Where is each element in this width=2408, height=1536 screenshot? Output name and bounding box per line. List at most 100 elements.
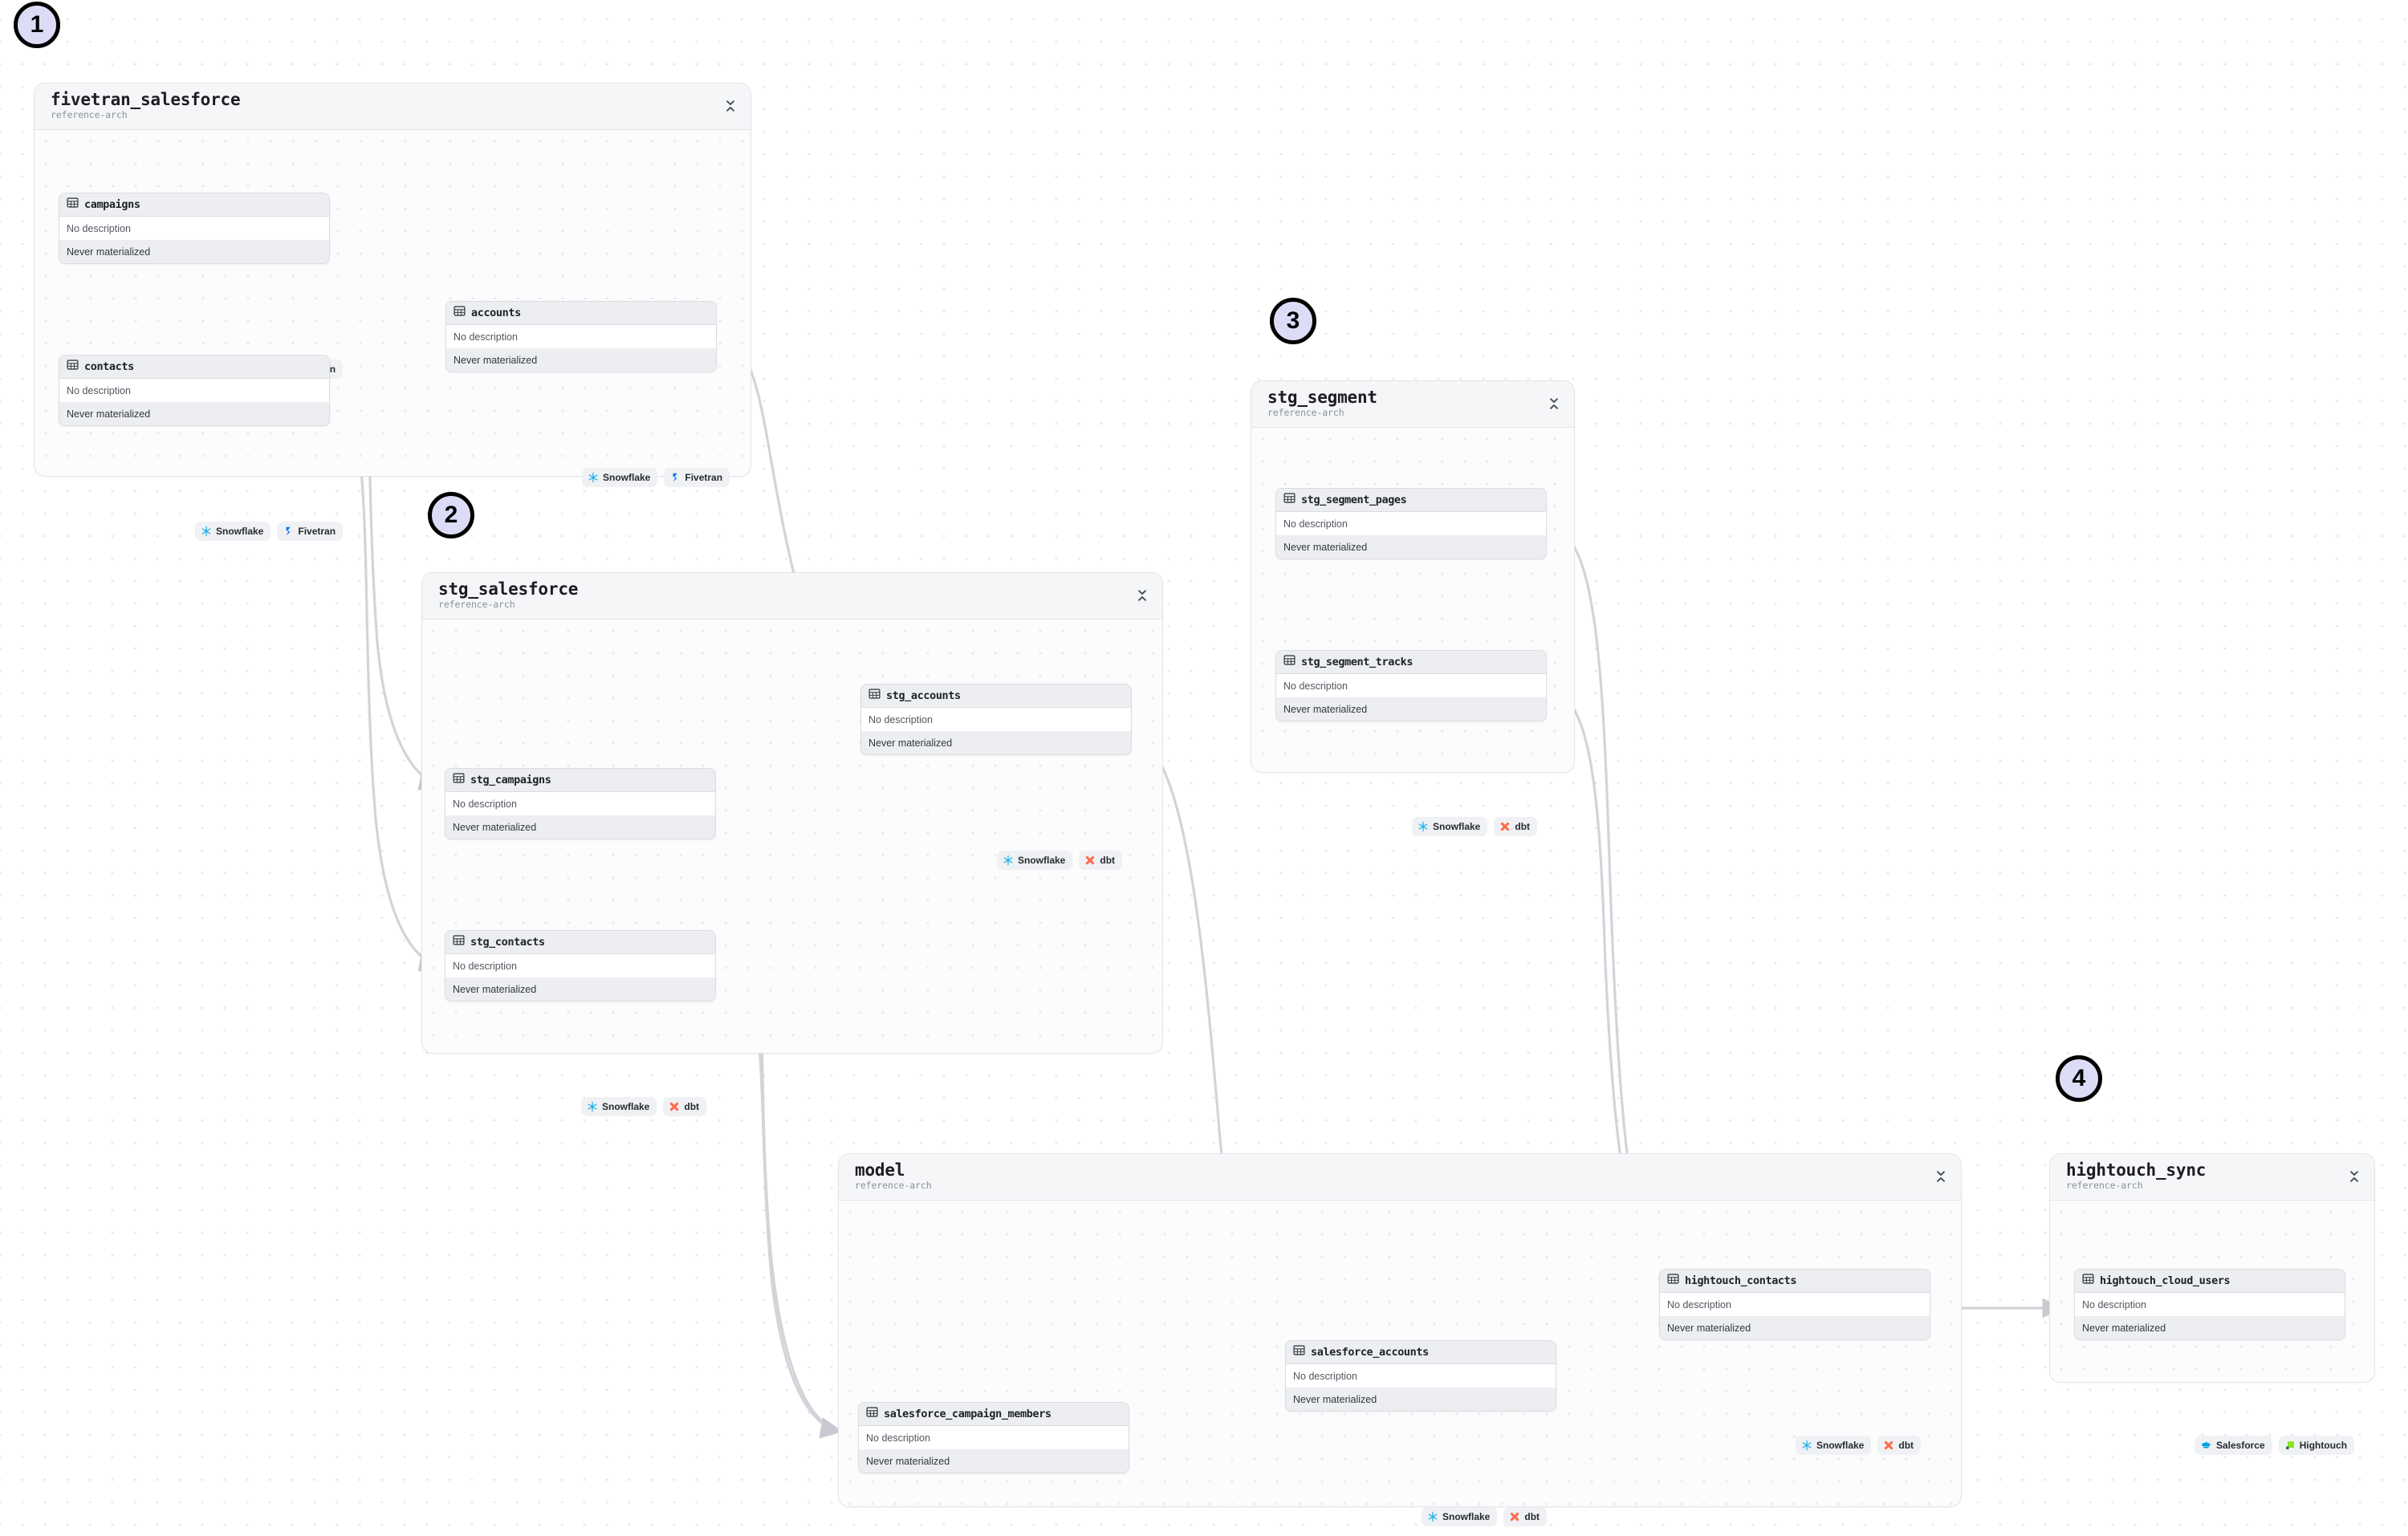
group-hightouch-sync[interactable]: hightouch_sync reference-arch hightouch_… bbox=[2049, 1153, 2375, 1455]
node-title: stg_contacts bbox=[470, 936, 545, 949]
badge-salesforce[interactable]: Salesforce bbox=[2194, 1436, 2272, 1455]
badge-label: dbt bbox=[1898, 1440, 1914, 1451]
badge-label: Fivetran bbox=[685, 472, 723, 483]
collapse-vertical-icon[interactable] bbox=[1135, 588, 1149, 603]
table-icon bbox=[67, 359, 79, 375]
node-header: stg_segment_pages bbox=[1276, 489, 1546, 512]
badge-label: dbt bbox=[1515, 821, 1531, 832]
node-header: campaigns bbox=[59, 193, 329, 217]
node-description: No description bbox=[1276, 512, 1546, 535]
table-icon bbox=[866, 1406, 878, 1422]
node-materialization: Never materialized bbox=[1660, 1316, 1930, 1339]
group-subtitle: reference-arch bbox=[855, 1180, 932, 1191]
group-title: stg_salesforce bbox=[438, 579, 579, 599]
node-stg-segment-tracks[interactable]: stg_segment_tracks No description Never … bbox=[1275, 650, 1547, 721]
node-header: stg_campaigns bbox=[445, 769, 715, 792]
table-icon bbox=[453, 934, 465, 950]
badge-snowflake[interactable]: Snowflake bbox=[1422, 1507, 1498, 1526]
collapse-vertical-icon[interactable] bbox=[1934, 1169, 1948, 1184]
node-stg-accounts[interactable]: stg_accounts No description Never materi… bbox=[860, 684, 1132, 755]
badge-row-hightouch-cloud-users: Salesforce Hightouch bbox=[2194, 1436, 2355, 1455]
node-materialization: Never materialized bbox=[59, 402, 329, 425]
node-salesforce-campaign-members[interactable]: salesforce_campaign_members No descripti… bbox=[858, 1402, 1129, 1473]
node-accounts[interactable]: accounts No description Never materializ… bbox=[445, 301, 717, 372]
collapse-vertical-icon[interactable] bbox=[723, 99, 738, 113]
badge-dbt[interactable]: dbt bbox=[1877, 1436, 1922, 1455]
badge-dbt[interactable]: dbt bbox=[1503, 1507, 1548, 1526]
group-fivetran-salesforce[interactable]: fivetran_salesforce reference-arch campa… bbox=[34, 83, 751, 541]
node-header: stg_segment_tracks bbox=[1276, 651, 1546, 674]
node-materialization: Never materialized bbox=[445, 977, 715, 1001]
group-header[interactable]: stg_segment reference-arch bbox=[1251, 381, 1574, 428]
group-subtitle: reference-arch bbox=[438, 599, 515, 610]
group-header[interactable]: hightouch_sync reference-arch bbox=[2050, 1154, 2374, 1201]
group-stg-segment[interactable]: stg_segment reference-arch stg_segment_p… bbox=[1251, 380, 1575, 836]
step-marker-2: 2 bbox=[428, 492, 474, 538]
node-description: No description bbox=[1660, 1293, 1930, 1316]
badge-fivetran[interactable]: Fivetran bbox=[664, 468, 730, 487]
node-salesforce-accounts[interactable]: salesforce_accounts No description Never… bbox=[1285, 1340, 1556, 1412]
badge-label: Snowflake bbox=[216, 526, 264, 537]
node-title: stg_campaigns bbox=[470, 774, 551, 786]
node-header: salesforce_campaign_members bbox=[859, 1403, 1129, 1426]
node-materialization: Never materialized bbox=[1286, 1388, 1556, 1411]
group-stg-salesforce[interactable]: stg_salesforce reference-arch stg_accoun… bbox=[421, 572, 1163, 1116]
badge-row-accounts: Snowflake Fivetran bbox=[582, 468, 730, 487]
badge-snowflake[interactable]: Snowflake bbox=[997, 851, 1073, 870]
node-title: accounts bbox=[471, 307, 521, 319]
badge-label: Snowflake bbox=[1433, 821, 1481, 832]
group-subtitle: reference-arch bbox=[2066, 1180, 2143, 1191]
node-stg-segment-pages[interactable]: stg_segment_pages No description Never m… bbox=[1275, 488, 1547, 559]
group-header[interactable]: fivetran_salesforce reference-arch bbox=[35, 83, 750, 130]
badge-snowflake[interactable]: Snowflake bbox=[1796, 1436, 1872, 1455]
table-icon bbox=[2082, 1273, 2094, 1289]
edge-segment-pages-hightouch-contacts bbox=[1559, 530, 1682, 1259]
table-icon bbox=[453, 772, 465, 788]
badge-snowflake[interactable]: Snowflake bbox=[582, 468, 658, 487]
group-header[interactable]: model reference-arch bbox=[839, 1154, 1961, 1201]
node-stg-campaigns[interactable]: stg_campaigns No description Never mater… bbox=[445, 768, 716, 839]
group-subtitle: reference-arch bbox=[1267, 407, 1344, 418]
node-materialization: Never materialized bbox=[2075, 1316, 2345, 1339]
badge-row-hightouch-contacts: Snowflake dbt bbox=[1796, 1436, 1922, 1455]
node-description: No description bbox=[445, 954, 715, 977]
badge-snowflake[interactable]: Snowflake bbox=[195, 522, 271, 541]
badge-label: Salesforce bbox=[2216, 1440, 2265, 1451]
node-stg-contacts[interactable]: stg_contacts No description Never materi… bbox=[445, 930, 716, 1002]
table-icon bbox=[1283, 654, 1296, 670]
node-hightouch-contacts[interactable]: hightouch_contacts No description Never … bbox=[1659, 1269, 1930, 1340]
badge-row-contacts: Snowflake Fivetran bbox=[195, 522, 344, 541]
node-description: No description bbox=[445, 792, 715, 815]
node-title: hightouch_cloud_users bbox=[2100, 1274, 2231, 1287]
group-model[interactable]: model reference-arch salesforce_campaign… bbox=[838, 1153, 1962, 1526]
node-hightouch-cloud-users[interactable]: hightouch_cloud_users No description Nev… bbox=[2074, 1269, 2345, 1340]
table-icon bbox=[1283, 492, 1296, 508]
badge-snowflake[interactable]: Snowflake bbox=[581, 1097, 657, 1116]
badge-fivetran[interactable]: Fivetran bbox=[277, 522, 344, 541]
node-title: hightouch_contacts bbox=[1685, 1274, 1797, 1287]
node-title: stg_segment_pages bbox=[1301, 494, 1407, 506]
group-title: stg_segment bbox=[1267, 388, 1377, 407]
node-description: No description bbox=[2075, 1293, 2345, 1316]
table-icon bbox=[1293, 1344, 1305, 1360]
collapse-vertical-icon[interactable] bbox=[1547, 396, 1561, 411]
badge-row-stg-contacts: Snowflake dbt bbox=[581, 1097, 707, 1116]
node-campaigns[interactable]: campaigns No description Never materiali… bbox=[59, 193, 330, 264]
node-materialization: Never materialized bbox=[1276, 697, 1546, 721]
group-header[interactable]: stg_salesforce reference-arch bbox=[422, 573, 1162, 620]
node-contacts[interactable]: contacts No description Never materializ… bbox=[59, 355, 330, 426]
node-header: accounts bbox=[446, 302, 716, 325]
badge-label: Snowflake bbox=[1018, 855, 1066, 866]
badge-dbt[interactable]: dbt bbox=[1494, 817, 1538, 836]
collapse-vertical-icon[interactable] bbox=[2347, 1169, 2361, 1184]
badge-snowflake[interactable]: Snowflake bbox=[1412, 817, 1488, 836]
badge-hightouch[interactable]: Hightouch bbox=[2278, 1436, 2355, 1455]
step-marker-4: 4 bbox=[2056, 1055, 2102, 1102]
badge-dbt[interactable]: dbt bbox=[1079, 851, 1123, 870]
badge-dbt[interactable]: dbt bbox=[663, 1097, 707, 1116]
step-marker-3: 3 bbox=[1270, 298, 1316, 344]
step-marker-1: 1 bbox=[14, 2, 60, 48]
badge-row-stg-segment-tracks: Snowflake dbt bbox=[1412, 817, 1538, 836]
group-subtitle: reference-arch bbox=[51, 109, 128, 120]
